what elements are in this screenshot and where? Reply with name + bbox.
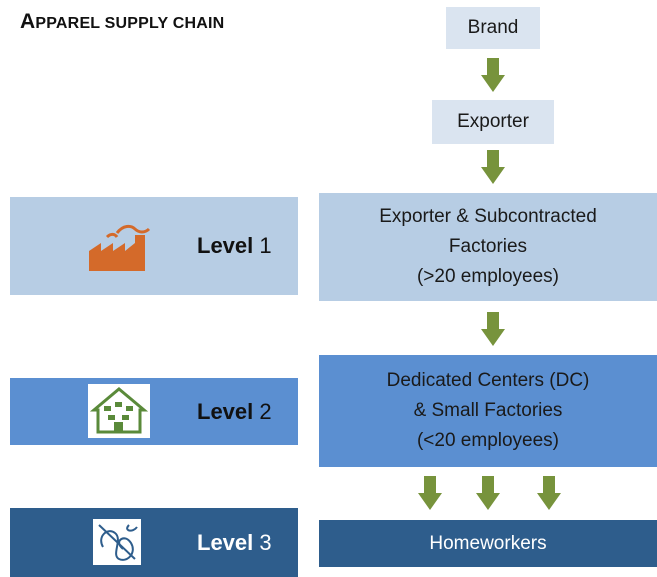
down-arrow-icon: [481, 58, 505, 92]
sewing-needle-icon: [93, 519, 141, 565]
title-initial: A: [20, 10, 36, 33]
tier2-line-3: (<20 employees): [416, 430, 560, 451]
level-2-number: 2: [259, 398, 272, 424]
down-arrow-icon: [418, 476, 442, 510]
level-2-label: Level 2: [197, 399, 272, 425]
level-1-word: Level: [197, 233, 254, 258]
brand-label: Brand: [467, 17, 519, 38]
tier1-line-2: Factories: [448, 236, 528, 257]
homeworkers-label: Homeworkers: [429, 532, 547, 554]
exporter-label: Exporter: [457, 111, 529, 132]
tier2-box: Dedicated Centers (DC) & Small Factories…: [319, 355, 657, 467]
house-icon: [88, 384, 150, 438]
title-rest: PPAREL SUPPLY CHAIN: [35, 15, 225, 32]
tier2-line-2: & Small Factories: [413, 400, 563, 421]
level-1-band: Level 1: [10, 197, 298, 295]
brand-box: Brand: [446, 7, 540, 49]
level-3-band: Level 3: [10, 508, 298, 577]
exporter-box: Exporter: [432, 100, 554, 144]
tier2-line-1: Dedicated Centers (DC): [386, 370, 590, 391]
level-3-number: 3: [259, 529, 272, 555]
down-arrow-icon: [476, 476, 500, 510]
tier1-line-1: Exporter & Subcontracted: [379, 206, 597, 227]
level-2-word: Level: [197, 398, 254, 424]
down-arrow-icon: [481, 150, 505, 184]
down-arrow-icon: [537, 476, 561, 510]
level-1-number: 1: [259, 233, 272, 258]
page-title: APPAREL SUPPLY CHAIN: [20, 10, 224, 34]
factory-icon: [89, 224, 151, 271]
homeworkers-box: Homeworkers: [319, 520, 657, 567]
level-3-label: Level 3: [197, 530, 272, 556]
tier1-box: Exporter & Subcontracted Factories (>20 …: [319, 193, 657, 301]
tier1-line-3: (>20 employees): [416, 266, 560, 287]
down-arrow-icon: [481, 312, 505, 346]
level-3-word: Level: [197, 529, 254, 555]
level-1-label: Level 1: [197, 233, 272, 259]
level-2-band: Level 2: [10, 378, 298, 445]
